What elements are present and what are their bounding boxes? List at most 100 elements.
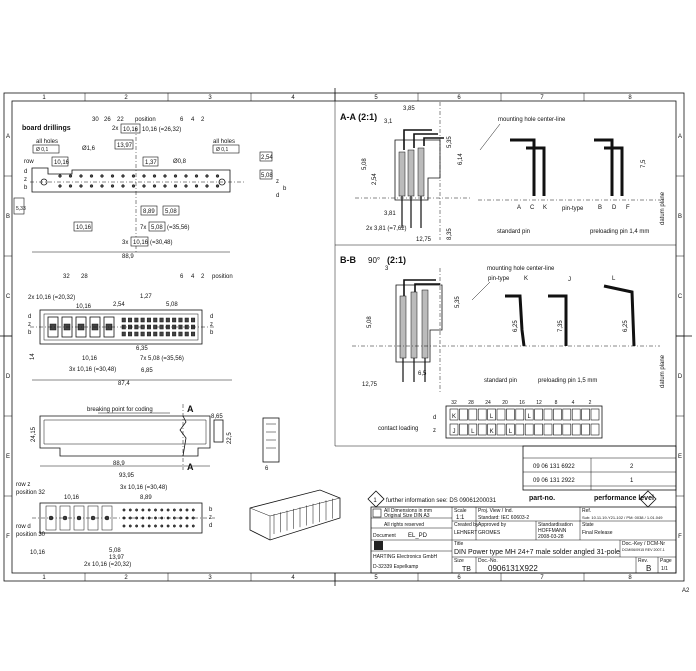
signal-pin: [159, 331, 164, 337]
signal-pin: [184, 331, 189, 337]
variants-table: 09 06 131 6922 2 09 06 131 2922 1 part-n…: [522, 445, 677, 508]
frame-row-labels: A B C D E F A B C D E F: [6, 134, 683, 540]
dim-2x: 2x 10,16 (=20,32): [84, 562, 131, 568]
drill-hole: [142, 174, 146, 178]
dim-3x: 3x 10,16 (=30,48): [69, 367, 116, 373]
drawing-frame: [0, 88, 692, 586]
signal-pin: [121, 331, 126, 337]
signal-pin: [147, 524, 151, 528]
board-drillings-title: board drillings: [22, 125, 71, 132]
doc-type-value: EL_PD: [408, 533, 428, 539]
col-label: 8: [628, 95, 632, 101]
contact-cell-z: [553, 423, 562, 436]
dim-3: 3: [385, 266, 389, 272]
pin-d: D: [612, 205, 617, 211]
contact-cell-d: [496, 408, 506, 421]
dim-8-89: 8,89: [143, 209, 155, 215]
board-drillings-view: board drillings 30 26 22 position 6 4 2 …: [13, 117, 287, 260]
row-d: d: [24, 169, 27, 175]
dim-5-08: 5,08: [109, 548, 121, 554]
contact-position-number: 16: [519, 400, 525, 406]
signal-pin: [179, 508, 183, 512]
pos-label: 26: [104, 117, 111, 123]
contact-cell-z: [581, 423, 590, 436]
contact-cell-d: [477, 408, 487, 421]
pin-type-label: pin-type: [562, 206, 584, 212]
pin-type-label: pin-type: [488, 276, 510, 282]
contact-position-number: 24: [485, 400, 491, 406]
drill-hole: [163, 174, 167, 178]
pin-c: C: [530, 205, 535, 211]
section-marker-a: A: [187, 404, 194, 414]
col-label: 2: [124, 95, 128, 101]
pin-k: K: [524, 276, 528, 282]
row-label: D: [6, 374, 11, 380]
signal-pin: [166, 524, 170, 528]
dim-3-1: 3,1: [384, 119, 393, 125]
row-b-right: b: [210, 330, 214, 336]
row-d: d: [28, 314, 31, 320]
signal-pin: [172, 508, 176, 512]
col-label: 5: [374, 575, 378, 581]
drill-hole: [100, 174, 104, 178]
pos-label: 32: [63, 274, 70, 280]
dim-5-35: 5,35: [447, 136, 453, 148]
dim-1-37: 1,37: [145, 160, 157, 166]
row-label: D: [678, 374, 683, 380]
drill-hole: [131, 184, 136, 188]
row-b-right: b: [283, 186, 287, 192]
pin-l: L: [612, 276, 616, 282]
contact-cell-d: [562, 408, 572, 421]
col-label: 1: [42, 95, 46, 101]
pos-label: 6: [180, 117, 184, 123]
row-label: F: [678, 534, 682, 540]
drill-hole: [215, 174, 220, 178]
standard-pin-label: standard pin: [484, 378, 517, 384]
contact-cell-d: [534, 408, 543, 421]
company: HARTING Electronics GmbH: [373, 554, 437, 560]
dim-26-32: 10,16 (=26,32): [142, 127, 181, 133]
contact-position-number: 2: [589, 400, 592, 406]
section-bb-scale: (2:1): [387, 255, 406, 265]
signal-pin: [185, 508, 189, 512]
row-label: C: [6, 294, 11, 300]
contact-position-number: 8: [555, 400, 558, 406]
drill-hole: [152, 174, 157, 178]
pos-label: 6: [180, 274, 184, 280]
drill-hole: [152, 184, 157, 188]
pin-j: J: [568, 277, 571, 283]
dim-12-75: 12,75: [416, 237, 432, 243]
dim-6-14: 6,14: [458, 153, 464, 165]
doc-key-value: DCM/06/0915 REV 2007-1: [622, 548, 665, 552]
dim-5-08-v: 5,08: [261, 173, 273, 179]
signal-pin: [185, 524, 189, 528]
contact-cell-z: [590, 423, 600, 436]
contact-cell-d: [590, 408, 600, 421]
pin-f: F: [626, 205, 630, 211]
drill-hole: [121, 174, 125, 178]
dim-6-25a: 6,25: [513, 320, 519, 332]
contact-cell-z: [459, 423, 468, 436]
row-label: E: [678, 454, 682, 460]
signal-pin: [141, 524, 145, 528]
drill-hole: [79, 174, 83, 178]
variant-level: 1: [630, 478, 634, 484]
dim-10-16: 10,16: [123, 127, 139, 133]
preloading-label: preloading pin 1,4 mm: [590, 229, 649, 235]
col-label: 2: [124, 575, 128, 581]
col-label: 8: [628, 575, 632, 581]
ref-label: Ref.: [582, 508, 591, 514]
drill-hole: [68, 184, 73, 188]
dim-3-85: 3,85: [403, 106, 415, 112]
section-bb-rotation: 90°: [368, 256, 380, 265]
drill-hole: [89, 184, 94, 188]
contact-cell-z: [477, 423, 487, 436]
drill-hole: [194, 184, 199, 188]
contact-cell-z: [515, 423, 525, 436]
signal-pin: [184, 317, 189, 323]
row-label: B: [6, 214, 10, 220]
standard-pin-label: standard pin: [497, 229, 530, 235]
title-block: All Dimensions in mm Original Size DIN A…: [370, 506, 677, 574]
section-marker-a-bottom: A: [187, 462, 194, 472]
